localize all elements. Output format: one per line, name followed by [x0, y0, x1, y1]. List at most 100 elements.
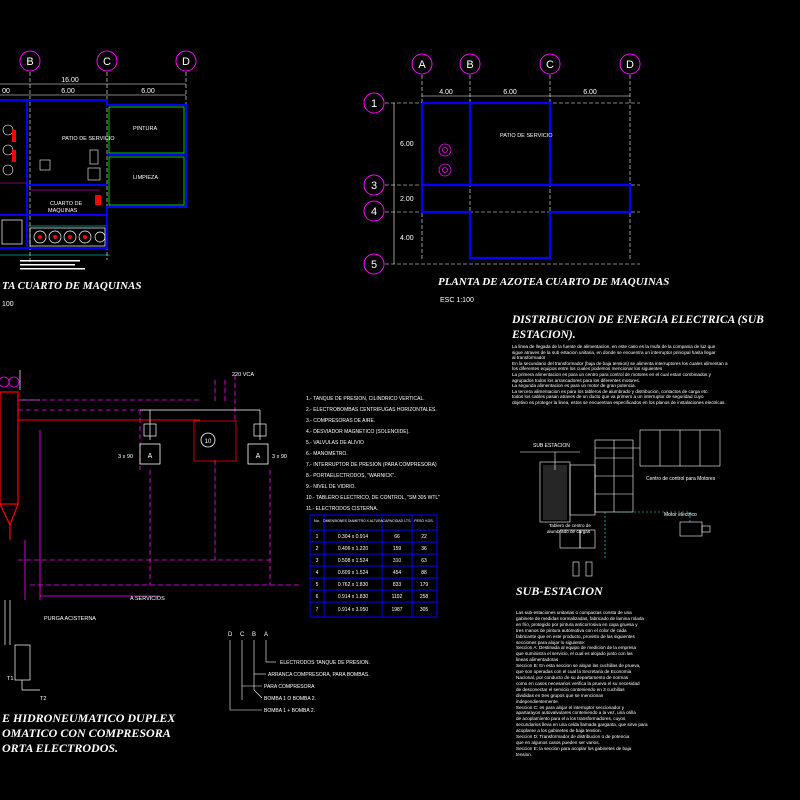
- table-cell: 1: [316, 534, 319, 540]
- switch-item: BOMBA 1 + BOMBA 2.: [264, 708, 315, 714]
- axis-label-c: C: [103, 56, 111, 68]
- left-floor-plan: B C D 16.00 6.00 6.00 00: [0, 50, 197, 308]
- room-pintura: PINTURA: [133, 126, 157, 132]
- substation-title: SUB-ESTACION: [516, 584, 604, 598]
- table-cell: 88: [421, 570, 427, 576]
- table-cell: 258: [420, 594, 429, 600]
- legend-item: 11.- ELECTRODOS CISTERNA.: [306, 506, 378, 512]
- roof-axis-3: 3: [371, 180, 377, 192]
- paragraph-line: En la secundario del transformador (baja…: [512, 360, 728, 366]
- roof-axis-5: 5: [371, 259, 377, 271]
- paragraph-line: Seccion D: Transformador de distribucion…: [516, 734, 630, 740]
- table-cell: 305: [420, 607, 429, 613]
- legend-item: 8.- PORTAELECTRODOS, "WARNICK".: [306, 473, 396, 479]
- table-cell: 0.304 x 0.914: [338, 534, 369, 540]
- switch-item: ARRANCA COMPRESORA, PARA BOMBAS.: [268, 672, 370, 678]
- table-cell: 63: [421, 558, 427, 564]
- legend-item: 2.- ELECTROBOMBAS CENTRIFUGAS HORIZONTAL…: [306, 407, 437, 413]
- table-cell: 7: [316, 607, 319, 613]
- paragraph-line: en frio, protegido por pintura anticorro…: [516, 621, 638, 627]
- table-cell: 3: [316, 558, 319, 564]
- paragraph-line: fabricante que en este producto, provist…: [516, 633, 635, 639]
- label-ccm: Centro de control para Motores: [646, 476, 716, 482]
- paragraph-line: Nacional, por conducto de su departament…: [516, 674, 629, 680]
- paragraph-line: secundarios lleva en una celda llamada g…: [516, 722, 648, 728]
- table-cell: 5: [316, 582, 319, 588]
- table-cell: 454: [393, 570, 402, 576]
- paragraph-line: independientemente.: [516, 698, 559, 704]
- roof-plan-title: PLANTA DE AZOTEA CUARTO DE MAQUINAS: [438, 276, 669, 288]
- paragraph-line: que en algunos casos pueden ser varios.: [516, 739, 600, 745]
- table-header: DIMENSIONES DIAMETRO X ALTURA: [323, 519, 383, 523]
- table-cell: 833: [393, 582, 402, 588]
- legend-item: 7.- INTERRUPTOR DE PRESION (PARA COMPRES…: [306, 462, 437, 468]
- axis-bubble-b: [19, 50, 41, 72]
- legend-item: 9.- NIVEL DE VIDRIO.: [306, 484, 356, 490]
- table-cell: 0.914 x 3.050: [338, 607, 369, 613]
- switch-letter: C: [240, 632, 245, 638]
- roof-plan: A B C D 1 3 4 5 4.00 6.00 6.00 6.00 2.00…: [363, 53, 669, 304]
- paragraph-line: Seccion A: Destinada al equipo de medici…: [516, 645, 637, 651]
- voltage-label: 220 VCA: [232, 372, 254, 378]
- paragraph-line: los diferentes equipos entre los cuales …: [512, 366, 663, 372]
- hydro-schematic: 10 A A 3 x 90 3 x 90 220 VCA PURGA ACIST…: [0, 370, 440, 755]
- distribution-title-line: DISTRIBUCION DE ENERGIA ELECTRICA (SUB: [511, 314, 764, 326]
- table-cell: 66: [394, 534, 400, 540]
- legend-item: 4.- DESVIADOR MAGNETICO (SOLENOIDE).: [306, 429, 410, 435]
- paragraph-line: de acoplamiento para el a los transforma…: [516, 716, 626, 722]
- table-cell: 36: [421, 546, 427, 552]
- roof-axis-d: D: [626, 59, 634, 71]
- distribution-section: DISTRIBUCION DE ENERGIA ELECTRICA (SUB E…: [511, 314, 764, 598]
- roof-patio-label: PATIO DE SERVICIO: [500, 133, 553, 139]
- t2-label: T2: [40, 696, 46, 702]
- table-cell: 6: [316, 594, 319, 600]
- table-cell: 159: [393, 546, 402, 552]
- dim-3x90-a: 3 x 90: [118, 454, 133, 460]
- table-cell: 0.762 x 1.830: [338, 582, 369, 588]
- tank-table: No. DIMENSIONES DIAMETRO X ALTURA CAPACI…: [309, 514, 438, 618]
- roof-axis-a: A: [418, 59, 426, 71]
- paragraph-line: lineas alimentadoras: [516, 657, 559, 663]
- paragraph-line: objetivo es proteger la linea, estos se …: [512, 399, 726, 405]
- paragraph-line: todos los cables pasan atraves de un duc…: [512, 394, 704, 400]
- table-cell: 310: [393, 558, 402, 564]
- switch-letter: A: [264, 632, 268, 638]
- servicios-label: A SERVICIOS: [130, 596, 165, 602]
- roof-dim-v3: 4.00: [400, 235, 414, 242]
- paragraph-line: apartarayos autovalvulares conteniendo a…: [516, 710, 636, 716]
- roof-axis-b: B: [466, 59, 473, 71]
- substation-paragraph: Las sub-estaciones unitarias o compactas…: [516, 610, 696, 758]
- table-cell: 2: [316, 546, 319, 552]
- roof-axis-1: 1: [371, 98, 377, 110]
- room-cuarto-a: CUARTO DE: [50, 201, 83, 207]
- legend-item: 10.- TABLERO ELECTRICO, DE CONTROL, "SM …: [306, 495, 440, 501]
- legend-item: 3.- COMPRESORAS DE AIRE.: [306, 418, 375, 424]
- paragraph-line: que suministra el servicio, el cual es a…: [516, 651, 633, 657]
- paragraph-line: Seccion B: En esta seccion se alojan las…: [516, 663, 641, 669]
- paragraph-line: Las sub-estaciones unitarias o compactas…: [516, 610, 632, 615]
- switch-item: ELECTRODOS TANQUE DE PRESION.: [280, 660, 370, 666]
- dim-b: 6.00: [141, 88, 155, 95]
- paragraph-line: secciones para alojar lo siguiente:: [516, 639, 586, 645]
- table-cell: 22: [421, 534, 427, 540]
- roof-axis-c: C: [546, 59, 554, 71]
- t1-label: T1: [7, 676, 13, 682]
- paragraph-line: acoplarse a los gabinetes de baja tensio…: [516, 728, 602, 734]
- table-header: CAPACIDAD LTS.: [382, 519, 411, 523]
- left-plan-title: TA CUARTO DE MAQUINAS: [2, 280, 141, 292]
- axis-bubble-c: [96, 50, 118, 72]
- hydro-title-line: E HIDRONEUMATICO DUPLEX: [1, 711, 176, 725]
- hydro-title-line: OMATICO CON COMPRESORA: [2, 726, 171, 740]
- dim-total: 16.00: [61, 77, 79, 84]
- table-cell: 0.406 x 1.220: [338, 546, 369, 552]
- axis-bubble-d: [175, 50, 197, 72]
- label-sub-estacion: SUB ESTACION: [533, 443, 570, 449]
- legend-item: 5.- VALVULAS DE ALIVIO: [306, 440, 364, 446]
- left-plan-scale: 100: [2, 301, 14, 308]
- dim-3x90-b: 3 x 90: [272, 454, 287, 460]
- hydro-title-line: ORTA ELECTRODOS.: [2, 741, 118, 755]
- room-cuarto-b: MAQUINAS: [48, 208, 78, 214]
- switch-item: PARA COMPRESORA: [264, 684, 315, 690]
- paragraph-line: tension.: [516, 751, 533, 757]
